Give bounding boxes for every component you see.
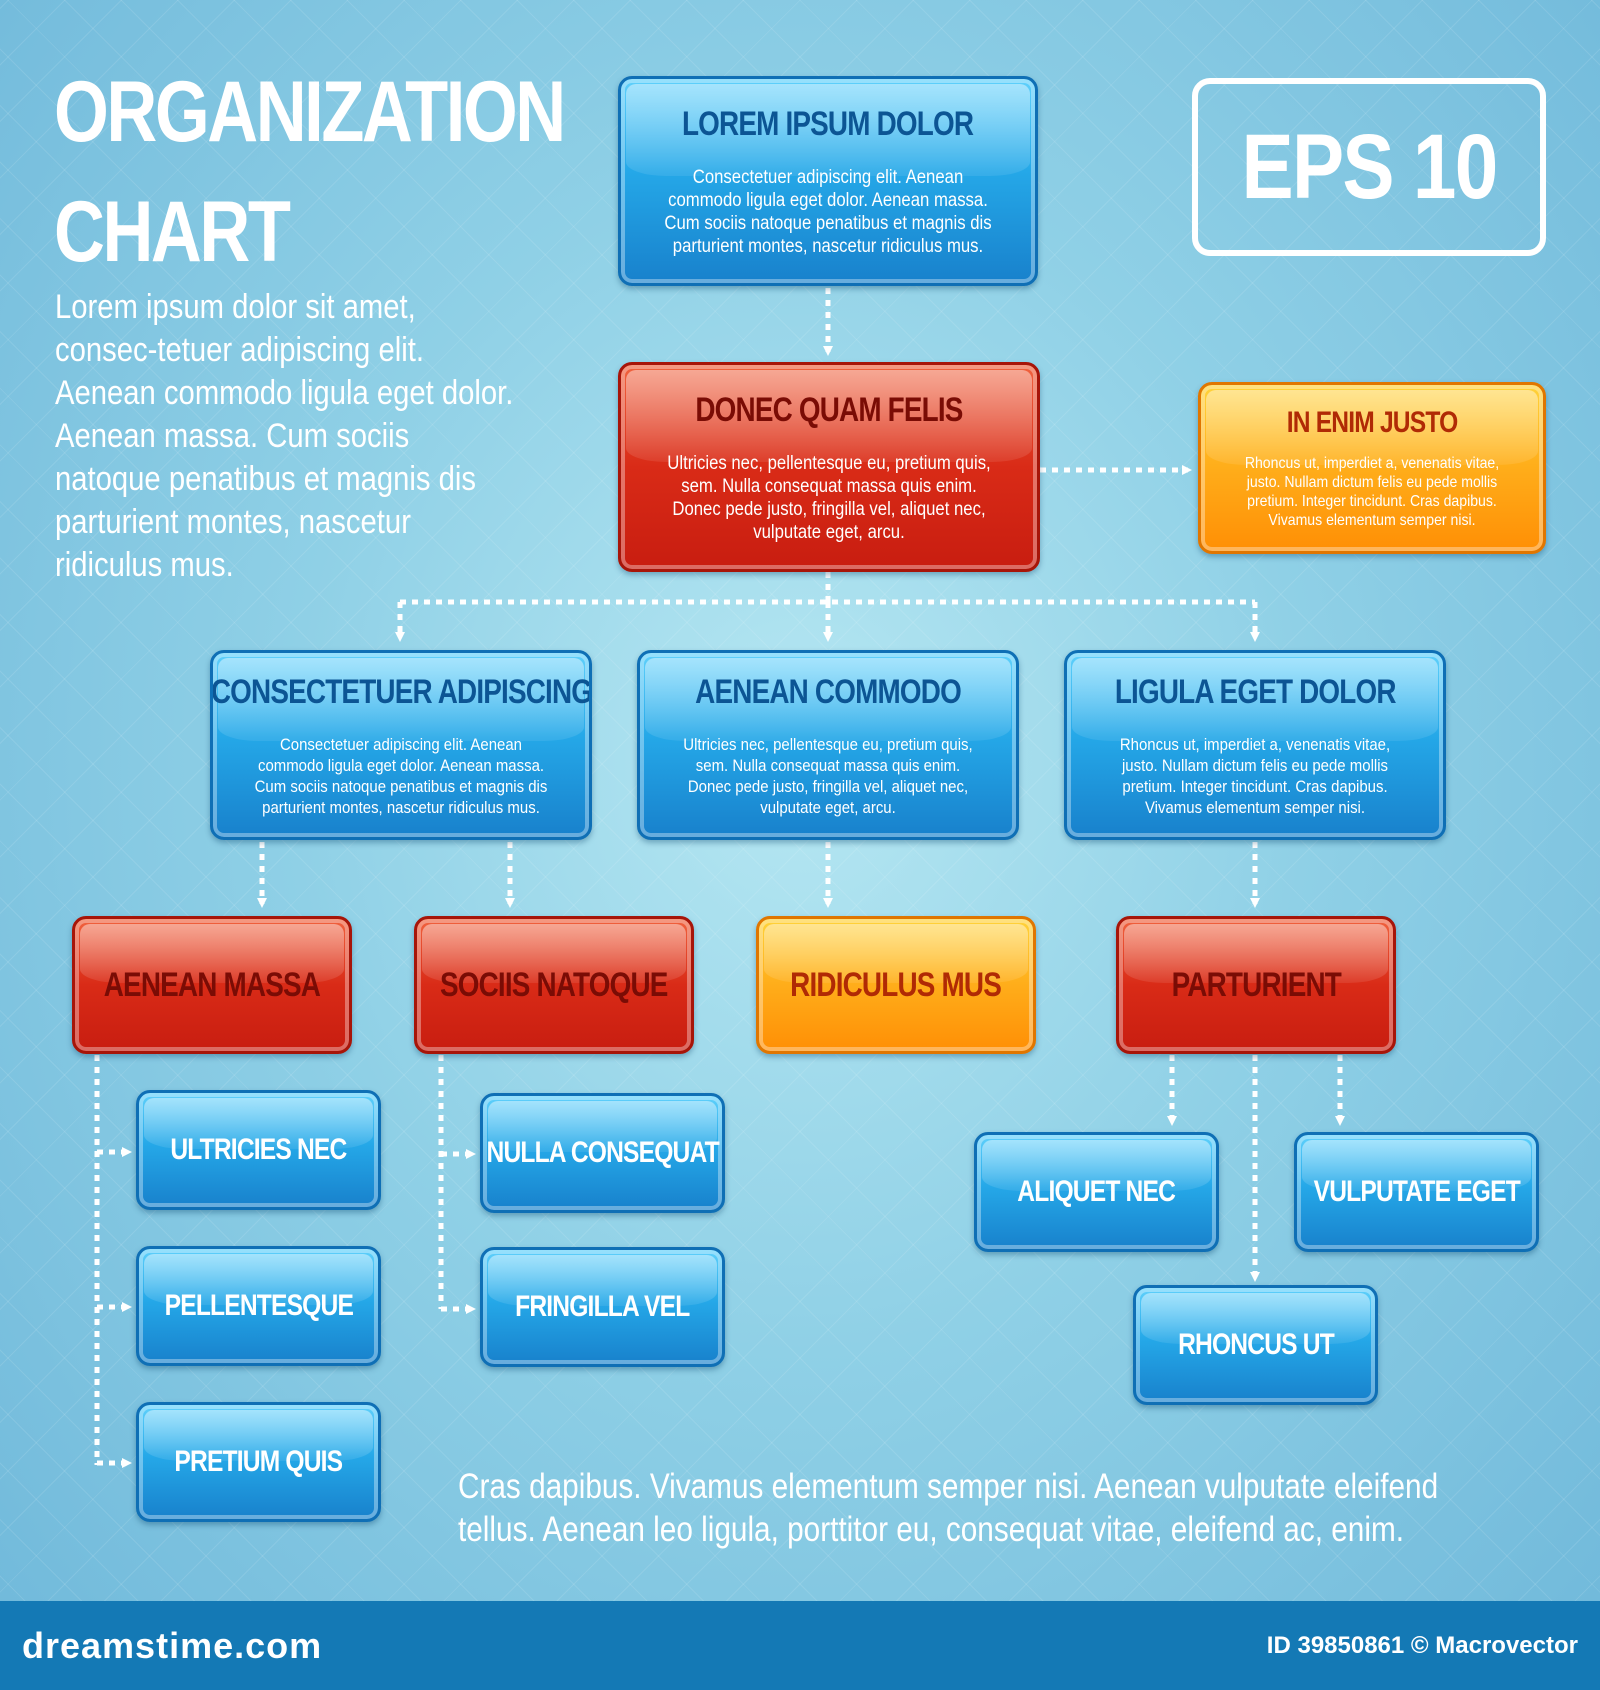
node-level3-a: AENEAN MASSA xyxy=(72,916,352,1054)
brand-logo: dreamstime.com xyxy=(22,1624,323,1666)
node-title: RHONCUS UT xyxy=(1177,1328,1335,1361)
intro-paragraph: Lorem ipsum dolor sit amet, consec-tetue… xyxy=(55,288,514,584)
node-level4-d2: VULPUTATE EGET xyxy=(1294,1132,1539,1252)
node-level4-b2: FRINGILLA VEL xyxy=(480,1247,725,1367)
footer-paragraph: Cras dapibus. Vivamus elementum semper n… xyxy=(458,1467,1439,1549)
node-description: Consectetuer adipiscing elit. Aenean com… xyxy=(664,166,992,257)
node-description: Ultricies nec, pellentesque eu, pretium … xyxy=(667,452,991,543)
node-title: PARTURIENT xyxy=(1171,965,1341,1004)
node-title: PELLENTESQUE xyxy=(164,1289,353,1322)
node-level4-a1: ULTRICIES NEC xyxy=(136,1090,381,1210)
image-credit: ID 39850861 © Macrovector xyxy=(1266,1631,1578,1659)
node-title: PRETIUM QUIS xyxy=(174,1445,344,1478)
title-line-2: CHART xyxy=(54,184,291,280)
node-title: AENEAN MASSA xyxy=(103,965,321,1004)
page-title: ORGANIZATION CHART xyxy=(54,52,566,292)
node-title: RIDICULUS MUS xyxy=(790,965,1003,1004)
node-description: Rhoncus ut, imperdiet a, venenatis vitae… xyxy=(1244,455,1500,529)
node-level4-d3: RHONCUS UT xyxy=(1133,1285,1378,1405)
eps-badge-label: EPS 10 xyxy=(1241,115,1498,218)
node-level1: DONEC QUAM FELIS Ultricies nec, pellente… xyxy=(618,362,1040,572)
node-title: AENEAN COMMODO xyxy=(695,672,962,711)
node-title: LOREM IPSUM DOLOR xyxy=(682,104,974,143)
node-title: DONEC QUAM FELIS xyxy=(695,390,963,429)
eps-badge: EPS 10 xyxy=(1192,78,1546,256)
node-description: Consectetuer adipiscing elit. Aenean com… xyxy=(254,734,548,817)
node-level4-b1: NULLA CONSEQUAT xyxy=(480,1093,725,1213)
node-side: IN ENIM JUSTO Rhoncus ut, imperdiet a, v… xyxy=(1198,382,1546,554)
node-level4-a3: PRETIUM QUIS xyxy=(136,1402,381,1522)
node-title: SOCIIS NATOQUE xyxy=(440,965,668,1004)
node-level2-a: CONSECTETUER ADIPISCING Consectetuer adi… xyxy=(210,650,592,840)
node-title: ALIQUET NEC xyxy=(1017,1175,1177,1208)
node-title: VULPUTATE EGET xyxy=(1313,1175,1520,1208)
node-level3-c: RIDICULUS MUS xyxy=(756,916,1036,1054)
node-description: Ultricies nec, pellentesque eu, pretium … xyxy=(683,734,973,817)
node-level4-a2: PELLENTESQUE xyxy=(136,1246,381,1366)
title-line-1: ORGANIZATION xyxy=(54,64,566,160)
node-root: LOREM IPSUM DOLOR Consectetuer adipiscin… xyxy=(618,76,1038,286)
node-title: CONSECTETUER ADIPISCING xyxy=(210,672,592,711)
node-title: IN ENIM JUSTO xyxy=(1286,406,1459,439)
node-level2-c: LIGULA EGET DOLOR Rhoncus ut, imperdiet … xyxy=(1064,650,1446,840)
node-level2-b: AENEAN COMMODO Ultricies nec, pellentesq… xyxy=(637,650,1019,840)
node-level3-b: SOCIIS NATOQUE xyxy=(414,916,694,1054)
node-title: FRINGILLA VEL xyxy=(515,1290,690,1323)
node-level4-d1: ALIQUET NEC xyxy=(974,1132,1219,1252)
node-description: Rhoncus ut, imperdiet a, venenatis vitae… xyxy=(1119,734,1391,817)
node-title: LIGULA EGET DOLOR xyxy=(1114,672,1397,711)
node-level3-d: PARTURIENT xyxy=(1116,916,1396,1054)
node-title: ULTRICIES NEC xyxy=(170,1133,347,1166)
bottom-bar: dreamstime.com ID 39850861 © Macrovector xyxy=(0,1601,1600,1690)
node-title: NULLA CONSEQUAT xyxy=(486,1136,719,1169)
